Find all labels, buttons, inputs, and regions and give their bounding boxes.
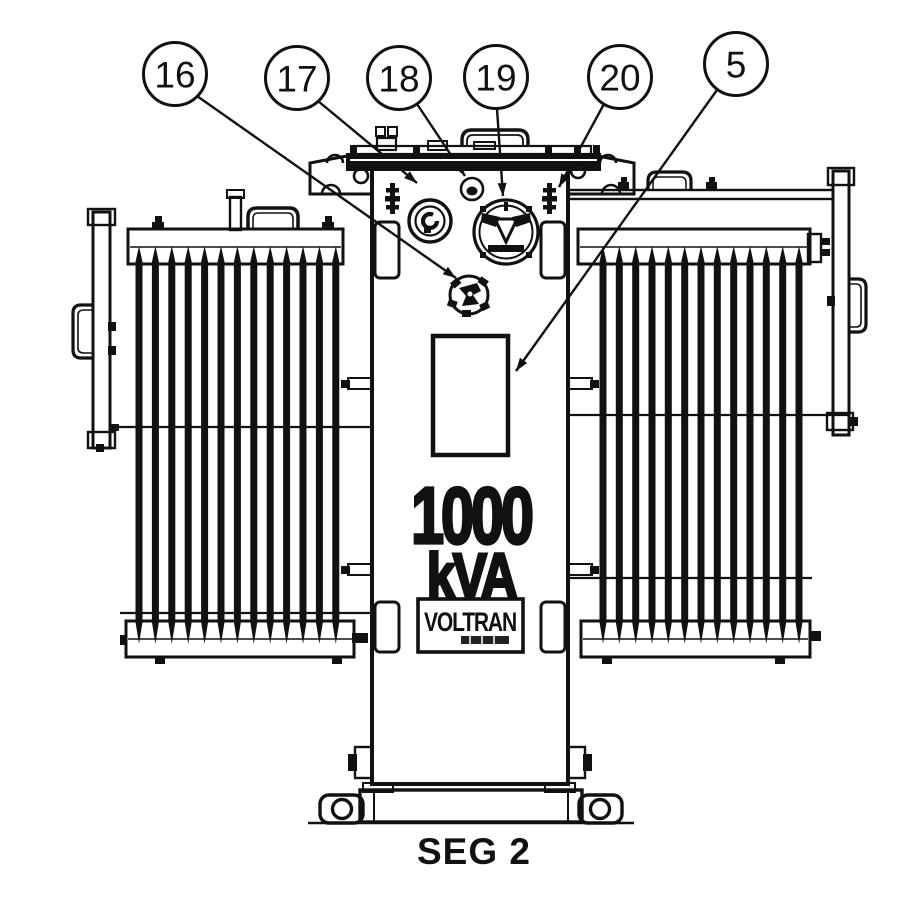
rating-marking: 1000 kVA [410,469,537,614]
base-skid [308,782,634,825]
callout-16: 16 [142,41,208,107]
left-radiator-lug [246,206,300,229]
callout-5-label: 5 [726,44,747,85]
right-radiator-fins [599,246,803,644]
tank-wall-fittings [341,377,599,780]
callout-18: 18 [366,45,432,111]
lid-flange [346,153,601,171]
lid-hole-left [352,167,370,185]
left-handle [71,303,93,360]
tank-bracket-lower-left [373,600,401,654]
leader-19 [495,108,507,197]
skid-beam [358,788,584,824]
brand-logo-text: VOLTRAN [424,608,516,638]
right-radiator-lug [646,170,693,190]
left-header-bolts [120,216,368,664]
right-end-plate [831,169,851,437]
left-radiator [71,189,372,664]
left-radiator-fins [135,246,340,644]
ground-terminal-right [542,183,557,214]
callout-17: 17 [264,45,330,111]
callout-5: 5 [703,31,769,97]
callout-18-label: 18 [378,58,419,99]
callout-20-label: 20 [599,57,640,98]
ground-terminal-left [385,183,400,214]
thermometer-dial [407,198,453,244]
right-handle [849,277,868,334]
jacking-lug-left [318,793,365,825]
callout-17-label: 17 [276,58,317,99]
lid-handle [460,128,530,146]
callout-19-label: 19 [475,57,516,98]
right-header-bolts [602,238,830,664]
callout-19: 19 [463,44,529,110]
tank-bracket-upper-left [373,220,401,280]
right-plate-bolts [827,296,858,426]
figure-caption: SEG 2 [417,831,531,872]
tank-bracket-upper-right [539,220,567,280]
brand-logo: VOLTRAN [416,597,525,654]
right-radiator [566,166,868,664]
callout-20: 20 [587,44,653,110]
nameplate [430,333,511,458]
lug-hole-left [330,797,354,821]
lug-hole-right [588,797,612,821]
right-bar-bolts [618,177,717,190]
left-vent-pipe [228,195,243,232]
drain-valve [446,274,491,317]
lid-terminal-block [375,126,398,152]
rating-unit: kVA [427,542,517,613]
lid-corner-bracket-left [308,153,372,196]
callout-16-label: 16 [154,54,195,95]
callouts: 16 17 18 19 20 5 [142,31,769,111]
jacking-lug-right [577,793,624,825]
lid-bolts [350,145,600,154]
right-top-header [576,227,812,266]
left-plate-bolts [96,322,119,452]
left-end-plate [91,210,112,450]
tank-bracket-lower-right [539,600,567,654]
tank [308,126,636,786]
rating-value: 1000 [411,470,532,560]
filler-plug [459,176,485,202]
brand-logo-subtext-bar [461,636,509,644]
lid-hole-right [569,162,587,180]
oil-level-gauge [472,198,540,266]
